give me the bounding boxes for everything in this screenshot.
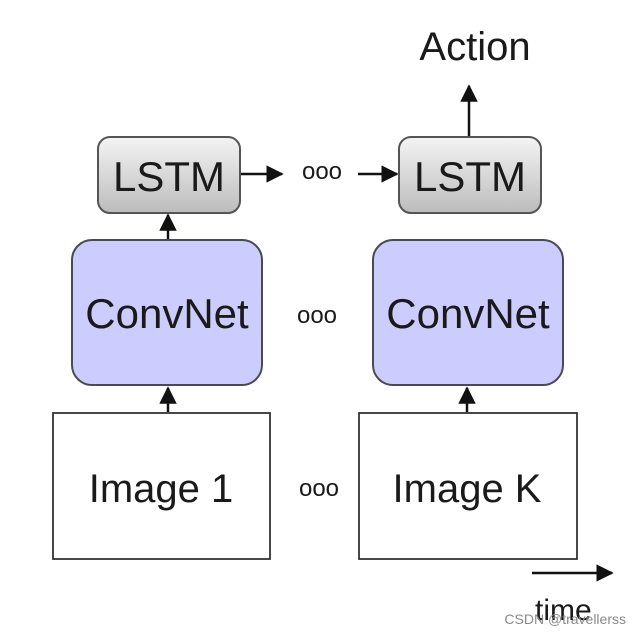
ellipsis-convnet: ooo — [297, 302, 337, 329]
image-label-left: Image 1 — [89, 467, 234, 511]
image-label-right: Image K — [393, 467, 542, 511]
convnet-label-right: ConvNet — [386, 290, 550, 337]
watermark: CSDN @travellerss — [504, 611, 626, 627]
time-label: time — [535, 594, 592, 627]
action-label: Action — [419, 25, 530, 69]
ellipsis-lstm: ooo — [302, 158, 342, 185]
convnet-box-left: ConvNet — [71, 239, 263, 386]
lstm-box-right: LSTM — [398, 136, 542, 214]
lstm-box-left: LSTM — [97, 136, 241, 214]
convnet-box-right: ConvNet — [372, 239, 564, 386]
convnet-label-left: ConvNet — [85, 290, 249, 337]
lstm-label-right: LSTM — [414, 153, 526, 200]
image-box-right: Image K — [358, 412, 578, 560]
ellipsis-image: ooo — [299, 475, 339, 502]
image-box-left: Image 1 — [52, 412, 271, 560]
lstm-label-left: LSTM — [113, 153, 225, 200]
